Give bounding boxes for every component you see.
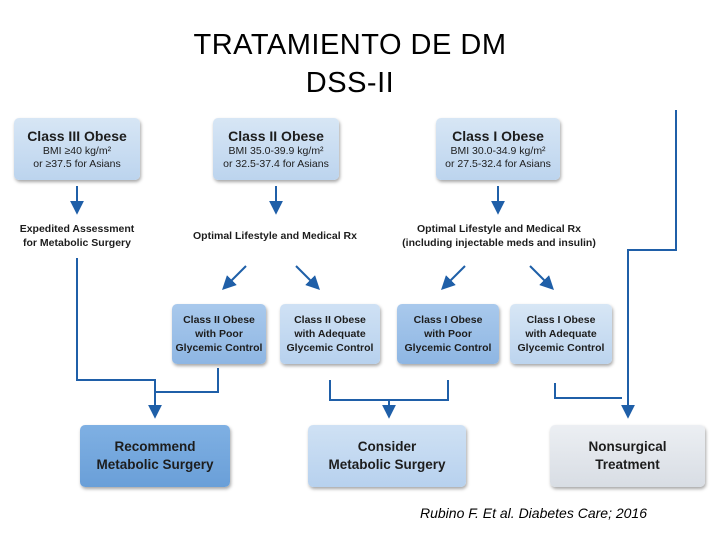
arrow-optimal-ii-poor [222, 265, 247, 290]
page-title: TRATAMIENTO DE DM [193, 29, 507, 61]
class-bmi: BMI ≥40 kg/m² [42, 144, 112, 157]
class-ii-obese-box: Class II Obese BMI 35.0-39.9 kg/m² or 32… [213, 118, 339, 180]
line-consider-bracket [329, 380, 449, 401]
optimal-lifestyle-ii-label: Optimal Lifestyle and Medical Rx [193, 230, 357, 242]
line-class1-nonsurgical [621, 110, 677, 419]
arrow-optimal-ii-adequate [295, 265, 320, 290]
line-expedited-recommend [76, 258, 162, 419]
class-asian-bmi: or ≥37.5 for Asians [33, 157, 121, 170]
line-i-adequate-nonsurgical [554, 383, 622, 399]
class-name: Class I Obese [452, 127, 544, 144]
class-i-obese-box: Class I Obese BMI 30.0-34.9 kg/m² or 27.… [436, 118, 560, 180]
expedited-assessment-label: Expedited Assessment for Metabolic Surge… [19, 223, 135, 249]
page-subtitle: DSS-II [305, 67, 395, 99]
class-asian-bmi: or 32.5-37.4 for Asians [223, 157, 329, 170]
citation: Rubino F. Et al. Diabetes Care; 2016 [420, 505, 647, 521]
class-bmi: BMI 35.0-39.9 kg/m² [228, 144, 324, 157]
line-ii-poor-recommend [155, 368, 219, 393]
class-asian-bmi: or 27.5-32.4 for Asians [445, 157, 551, 170]
class-bmi: BMI 30.0-34.9 kg/m² [450, 144, 546, 157]
class-name: Class III Obese [27, 127, 127, 144]
arrow-optimal-i-adequate [529, 265, 554, 290]
arrow-optimal-i-poor [441, 265, 466, 290]
class-name: Class II Obese [228, 127, 324, 144]
class-iii-obese-box: Class III Obese BMI ≥40 kg/m² or ≥37.5 f… [14, 118, 140, 180]
optimal-lifestyle-i-label: Optimal Lifestyle and Medical Rx (includ… [402, 223, 596, 249]
